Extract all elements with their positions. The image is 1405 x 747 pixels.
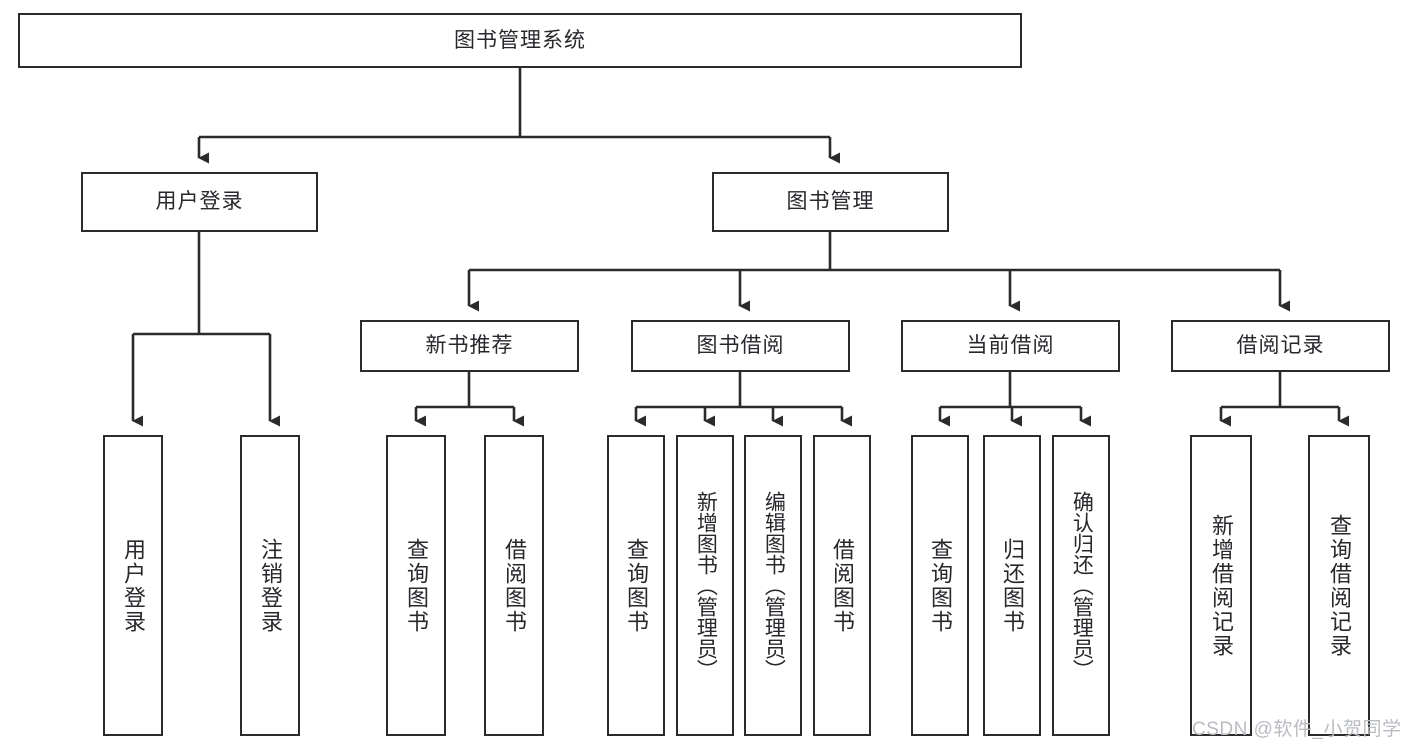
node-leaf-logout-label: 注销登录 xyxy=(257,537,283,634)
node-leaf-query-record[interactable]: 查询借阅记录 xyxy=(1308,435,1370,736)
node-leaf-return-book-label: 归还图书 xyxy=(999,537,1025,634)
node-borrow-record[interactable]: 借阅记录 xyxy=(1171,320,1390,372)
node-leaf-query-book-rec-label: 查询图书 xyxy=(403,537,429,634)
node-book-borrow-label: 图书借阅 xyxy=(696,334,785,358)
node-leaf-add-book-label: 新增图书（管理员） xyxy=(694,491,718,680)
node-book-manage[interactable]: 图书管理 xyxy=(712,172,949,232)
node-borrow-record-label: 借阅记录 xyxy=(1236,334,1325,358)
node-leaf-return-book[interactable]: 归还图书 xyxy=(983,435,1041,736)
csdn-watermark: CSDN @软件_小贺同学 xyxy=(1192,719,1402,740)
node-leaf-edit-book[interactable]: 编辑图书（管理员） xyxy=(744,435,802,736)
node-leaf-query-book-cur[interactable]: 查询图书 xyxy=(911,435,969,736)
node-leaf-confirm-return[interactable]: 确认归还（管理员） xyxy=(1052,435,1110,736)
node-leaf-user-login-label: 用户登录 xyxy=(120,537,146,634)
node-leaf-query-book-cur-label: 查询图书 xyxy=(927,537,953,634)
node-leaf-borrow-book[interactable]: 借阅图书 xyxy=(813,435,871,736)
node-leaf-confirm-return-label: 确认归还（管理员） xyxy=(1070,491,1094,680)
node-book-borrow[interactable]: 图书借阅 xyxy=(631,320,850,372)
node-leaf-query-record-label: 查询借阅记录 xyxy=(1326,513,1352,658)
node-user-login-label: 用户登录 xyxy=(155,190,244,214)
node-leaf-add-book[interactable]: 新增图书（管理员） xyxy=(676,435,734,736)
node-new-book-rec-label: 新书推荐 xyxy=(425,334,514,358)
node-leaf-borrow-book-label: 借阅图书 xyxy=(829,537,855,634)
node-leaf-borrow-book-rec-label: 借阅图书 xyxy=(501,537,527,634)
node-user-login[interactable]: 用户登录 xyxy=(81,172,318,232)
node-book-manage-label: 图书管理 xyxy=(786,190,875,214)
node-leaf-borrow-book-rec[interactable]: 借阅图书 xyxy=(484,435,544,736)
node-current-borrow-label: 当前借阅 xyxy=(966,334,1055,358)
node-leaf-logout[interactable]: 注销登录 xyxy=(240,435,300,736)
node-current-borrow[interactable]: 当前借阅 xyxy=(901,320,1120,372)
node-root[interactable]: 图书管理系统 xyxy=(18,13,1022,68)
node-leaf-user-login[interactable]: 用户登录 xyxy=(103,435,163,736)
node-leaf-add-record[interactable]: 新增借阅记录 xyxy=(1190,435,1252,736)
node-leaf-edit-book-label: 编辑图书（管理员） xyxy=(762,491,786,680)
node-root-label: 图书管理系统 xyxy=(454,28,586,52)
node-leaf-query-book-rec[interactable]: 查询图书 xyxy=(386,435,446,736)
node-leaf-add-record-label: 新增借阅记录 xyxy=(1208,513,1234,658)
node-leaf-query-book[interactable]: 查询图书 xyxy=(607,435,665,736)
node-leaf-query-book-label: 查询图书 xyxy=(623,537,649,634)
node-new-book-rec[interactable]: 新书推荐 xyxy=(360,320,579,372)
